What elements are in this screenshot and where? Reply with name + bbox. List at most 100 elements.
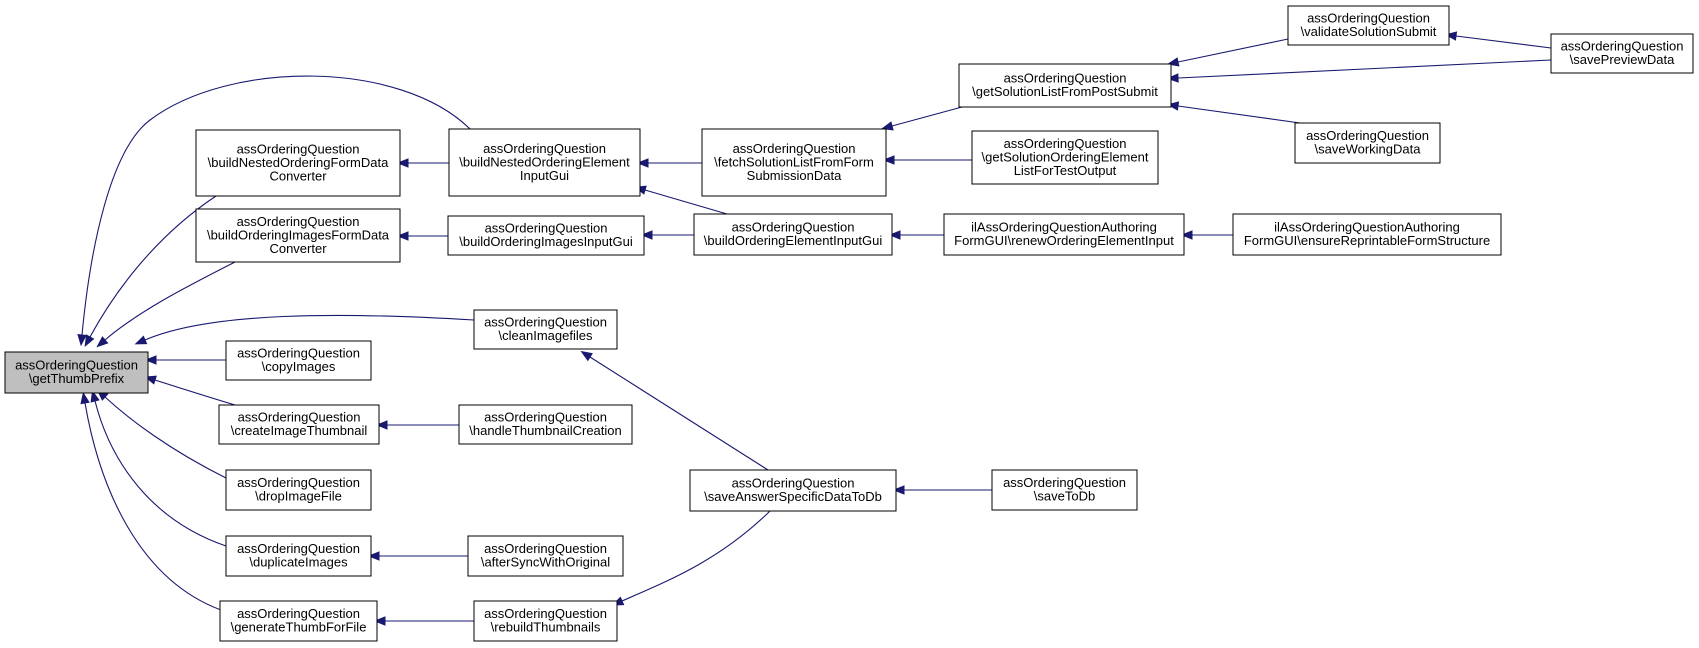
edge-cleanImagefiles-to-getThumbPrefix (134, 314, 475, 345)
node-label-line: assOrderingQuestion (237, 541, 360, 556)
node-buildOrderingElementInputGui[interactable]: assOrderingQuestion\buildOrderingElement… (693, 213, 893, 256)
node-label-line: assOrderingQuestion (484, 606, 607, 621)
node-box[interactable] (473, 309, 618, 350)
node-box[interactable] (195, 208, 401, 263)
node-label-line: \dropImageFile (255, 489, 342, 504)
node-label-line: \handleThumbnailCreation (469, 423, 621, 438)
node-box[interactable] (971, 130, 1159, 185)
edge-line (154, 379, 236, 406)
edge-handleThumbnailCreation-to-createImageThumbnail (375, 420, 459, 430)
node-label-line: assOrderingQuestion (237, 141, 360, 156)
node-afterSyncWithOriginal[interactable]: assOrderingQuestion\afterSyncWithOrigina… (467, 535, 624, 577)
node-label-line: \savePreviewData (1570, 52, 1676, 67)
node-handleThumbnailCreation[interactable]: assOrderingQuestion\handleThumbnailCreat… (458, 404, 633, 445)
node-fetchSolutionListFromFormSubmissionData[interactable]: assOrderingQuestion\fetchSolutionListFro… (701, 128, 887, 197)
edge-line (644, 189, 728, 215)
node-label-line: assOrderingQuestion (484, 410, 607, 425)
node-buildOrderingImagesFormDataConverter[interactable]: assOrderingQuestion\buildOrderingImagesF… (195, 208, 401, 263)
node-buildOrderingImagesInputGui[interactable]: assOrderingQuestion\buildOrderingImagesI… (447, 215, 645, 256)
nodes-layer: assOrderingQuestion\getThumbPrefix assOrd… (4, 5, 1694, 642)
node-saveWorkingData[interactable]: assOrderingQuestion\saveWorkingData (1294, 122, 1441, 164)
node-box[interactable] (447, 215, 645, 256)
node-label-line: \getSolutionOrderingElement (982, 149, 1149, 164)
node-box[interactable] (448, 128, 641, 197)
node-label-line: \buildOrderingImagesFormData (207, 227, 390, 242)
node-box[interactable] (218, 404, 380, 445)
edge-arrowhead-icon (367, 551, 380, 561)
node-duplicateImages[interactable]: assOrderingQuestion\duplicateImages (225, 535, 372, 577)
node-label-line: \saveToDb (1034, 489, 1095, 504)
node-box[interactable] (958, 63, 1172, 108)
node-label-line: \buildOrderingElementInputGui (704, 233, 883, 248)
node-cleanImagefiles[interactable]: assOrderingQuestion\cleanImagefiles (473, 309, 618, 350)
edge-line (621, 510, 771, 602)
edge-arrowhead-icon (134, 335, 148, 345)
node-label-line: assOrderingQuestion (485, 221, 608, 236)
node-generateThumbForFile[interactable]: assOrderingQuestion\generateThumbForFile (219, 600, 378, 642)
node-label-line: FormGUI\renewOrderingElementInput (954, 233, 1174, 248)
node-box[interactable] (225, 340, 372, 381)
edge-arrowhead-icon (892, 485, 905, 495)
edge-buildOrderingElementInputGui-to-buildOrderingImagesInputGui (640, 230, 694, 240)
edge-arrowhead-icon (881, 121, 894, 131)
node-label-line: \fetchSolutionListFromForm (714, 154, 874, 169)
node-getSolutionListFromPostSubmit[interactable]: assOrderingQuestion\getSolutionListFromP… (958, 63, 1172, 108)
node-ensureReprintableFormStructure[interactable]: ilAssOrderingQuestionAuthoringFormGUI\en… (1232, 213, 1502, 256)
node-buildNestedOrderingElementInputGui[interactable]: assOrderingQuestion\buildNestedOrderingE… (448, 128, 641, 197)
node-createImageThumbnail[interactable]: assOrderingQuestion\createImageThumbnail (218, 404, 380, 445)
node-box[interactable] (1287, 5, 1450, 46)
edge-arrowhead-icon (77, 334, 87, 347)
node-renewOrderingElementInput[interactable]: ilAssOrderingQuestionAuthoringFormGUI\re… (943, 213, 1185, 256)
node-copyImages[interactable]: assOrderingQuestion\copyImages (225, 340, 372, 381)
node-rebuildThumbnails[interactable]: assOrderingQuestion\rebuildThumbnails (473, 600, 618, 642)
node-label-line: ListForTestOutput (1014, 163, 1117, 178)
edge-generateThumbForFile-to-getThumbPrefix (80, 391, 222, 611)
node-saveToDb[interactable]: assOrderingQuestion\saveToDb (991, 469, 1138, 511)
edge-line (1177, 38, 1289, 63)
node-box[interactable] (1550, 33, 1694, 74)
node-getThumbPrefix[interactable]: assOrderingQuestion\getThumbPrefix (4, 351, 149, 394)
node-box[interactable] (1294, 122, 1441, 164)
node-dropImageFile[interactable]: assOrderingQuestion\dropImageFile (225, 469, 372, 511)
node-box[interactable] (219, 600, 378, 642)
node-savePreviewData[interactable]: assOrderingQuestion\savePreviewData (1550, 33, 1694, 74)
node-box[interactable] (991, 469, 1138, 511)
edge-saveWorkingData-to-getSolutionListFromPostSubmit (1166, 101, 1301, 124)
node-label-line: assOrderingQuestion (237, 475, 360, 490)
node-label-line: assOrderingQuestion (238, 410, 361, 425)
node-validateSolutionSubmit[interactable]: assOrderingQuestion\validateSolutionSubm… (1287, 5, 1450, 46)
edge-saveAnswerSpecificDataToDb-to-cleanImagefiles (580, 350, 769, 471)
node-saveAnswerSpecificDataToDb[interactable]: assOrderingQuestion\saveAnswerSpecificDa… (689, 469, 897, 512)
node-label-line: \copyImages (262, 359, 336, 374)
node-box[interactable] (473, 600, 618, 642)
node-box[interactable] (693, 213, 893, 256)
edge-line (1455, 35, 1552, 49)
edge-copyImages-to-getThumbPrefix (144, 355, 226, 365)
node-label-line: \cleanImagefiles (499, 328, 593, 343)
node-box[interactable] (1232, 213, 1502, 256)
node-buildNestedOrderingFormDataConverter[interactable]: assOrderingQuestion\buildNestedOrderingF… (195, 129, 401, 197)
edge-arrowhead-icon (90, 390, 100, 403)
edge-duplicateImages-to-getThumbPrefix (90, 390, 227, 547)
edge-arrowhead-icon (636, 158, 649, 168)
node-box[interactable] (195, 129, 401, 197)
edges-layer (77, 31, 1552, 626)
node-box[interactable] (943, 213, 1185, 256)
node-label-line: assOrderingQuestion (484, 541, 607, 556)
node-box[interactable] (225, 535, 372, 577)
edge-arrowhead-icon (396, 231, 409, 241)
node-box[interactable] (467, 535, 624, 577)
node-box[interactable] (689, 469, 897, 512)
node-box[interactable] (225, 469, 372, 511)
edge-savePreviewData-to-validateSolutionSubmit (1444, 31, 1552, 49)
node-label-line: \buildNestedOrderingFormData (208, 155, 389, 170)
node-label-line: assOrderingQuestion (237, 346, 360, 361)
node-label-line: Converter (269, 168, 327, 183)
edge-line (84, 402, 222, 611)
node-box[interactable] (4, 351, 149, 394)
node-getSolutionOrderingElementListForTestOutput[interactable]: assOrderingQuestion\getSolutionOrderingE… (971, 130, 1159, 185)
edge-line (104, 396, 227, 479)
node-label-line: assOrderingQuestion (732, 220, 855, 235)
node-box[interactable] (458, 404, 633, 445)
node-box[interactable] (701, 128, 887, 197)
